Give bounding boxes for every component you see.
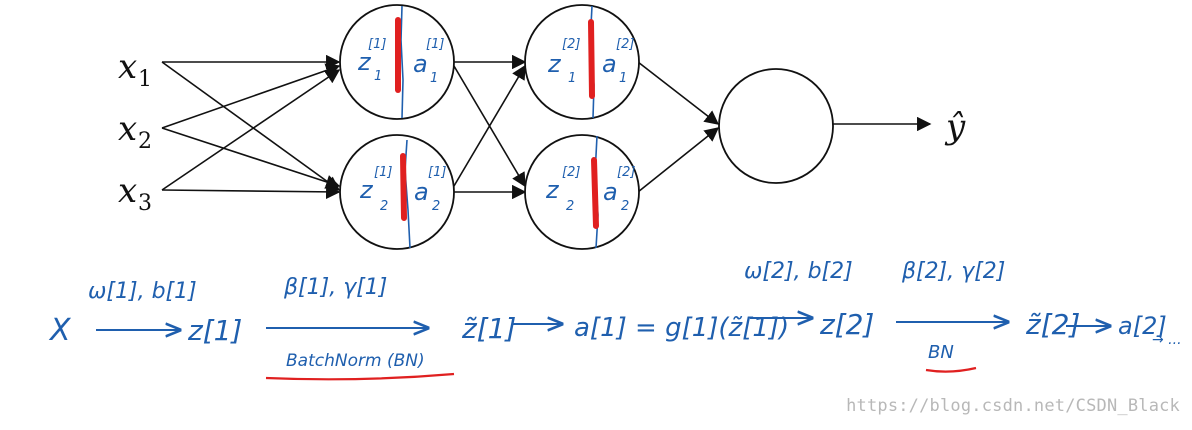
- pipeline-ztilde2: z̃[2]: [1025, 308, 1080, 341]
- node-layer1-1: z 1 [1] a 1 [1]: [339, 4, 455, 120]
- svg-text:[1]: [1]: [426, 37, 444, 52]
- svg-text:a: a: [414, 178, 429, 206]
- svg-text:x: x: [118, 109, 137, 149]
- svg-text:a: a: [602, 50, 617, 78]
- input-x3: x 3: [118, 171, 152, 216]
- svg-text:2: 2: [138, 129, 152, 154]
- svg-text:3: 3: [138, 191, 152, 216]
- edge-h22-out: [637, 127, 720, 193]
- svg-text:a: a: [603, 178, 618, 206]
- edge-x3-h12: [161, 184, 341, 200]
- pipeline-z1: z[1]: [187, 314, 242, 347]
- node-layer2-2: z 2 [2] a 2 [2]: [524, 134, 640, 250]
- svg-text:1: 1: [568, 71, 576, 86]
- svg-text:[1]: [1]: [374, 165, 392, 180]
- svg-text:x: x: [118, 47, 137, 87]
- svg-text:1: 1: [430, 71, 438, 86]
- input-x2: x 2: [118, 109, 152, 154]
- svg-text:1: 1: [138, 67, 152, 92]
- edge-x3-h11: [161, 69, 341, 191]
- bn-underline: [925, 366, 977, 373]
- bn-highlight: [591, 157, 599, 229]
- bn-highlight: [400, 153, 407, 221]
- edge-h12-h21: [453, 64, 526, 187]
- svg-text:[2]: [2]: [562, 165, 580, 180]
- node-layer1-2: z 2 [1] a 2 [1]: [339, 134, 455, 250]
- svg-text:2: 2: [380, 199, 388, 214]
- pipeline-w1b1: ω[1], b[1]: [88, 279, 197, 304]
- edge-h21-out: [637, 61, 720, 125]
- edge-x2-h12: [161, 127, 341, 189]
- pipeline-x: X: [48, 313, 72, 348]
- watermark-url: https://blog.csdn.net/CSDN_Black: [846, 396, 1180, 416]
- edge-x2-h11: [161, 63, 341, 129]
- svg-text:2: 2: [432, 199, 440, 214]
- svg-text:z: z: [357, 48, 372, 76]
- batchnorm-underline: [265, 372, 455, 381]
- pipeline-beta1gamma1: β[1], γ[1]: [283, 275, 387, 300]
- edge-x1-h12: [161, 61, 341, 191]
- split-line: [400, 5, 404, 119]
- pipeline-ztilde1: z̃[1]: [461, 312, 516, 345]
- svg-text:2: 2: [621, 199, 629, 214]
- svg-text:a: a: [413, 50, 428, 78]
- pipeline-bn-label: BN: [928, 342, 954, 363]
- node-output: [718, 68, 834, 184]
- svg-text:z: z: [547, 50, 562, 78]
- pipeline: X ω[1], b[1] z[1] β[1], γ[1] BatchNorm (…: [48, 259, 1182, 381]
- pipeline-beta2gamma2: β[2], γ[2]: [901, 259, 1005, 284]
- svg-text:[1]: [1]: [368, 37, 386, 52]
- pipeline-z2: z[2]: [819, 308, 874, 341]
- node-layer2-1: z 1 [2] a 1 [2]: [524, 4, 640, 120]
- pipeline-ellipsis: → ...: [1152, 332, 1182, 348]
- svg-text:[2]: [2]: [616, 37, 634, 52]
- pipeline-batchnorm-label: BatchNorm (BN): [286, 351, 425, 371]
- edges-input-layer1: [161, 54, 341, 200]
- edges-layer1-layer2: [453, 54, 527, 200]
- svg-text:1: 1: [619, 71, 627, 86]
- output-yhat: ŷ: [944, 107, 966, 147]
- svg-text:z: z: [545, 176, 560, 204]
- edges-layer2-output: [637, 61, 932, 193]
- svg-text:z: z: [359, 176, 374, 204]
- svg-text:[2]: [2]: [562, 37, 580, 52]
- svg-text:x: x: [118, 171, 137, 211]
- svg-text:1: 1: [374, 69, 382, 84]
- svg-text:2: 2: [566, 199, 574, 214]
- svg-text:[1]: [1]: [428, 165, 446, 180]
- input-x1: x 1: [118, 47, 152, 92]
- bn-highlight: [588, 19, 595, 99]
- pipeline-a2: a[2]: [1118, 312, 1167, 340]
- pipeline-w2b2: ω[2], b[2]: [744, 259, 853, 284]
- svg-text:[2]: [2]: [617, 165, 635, 180]
